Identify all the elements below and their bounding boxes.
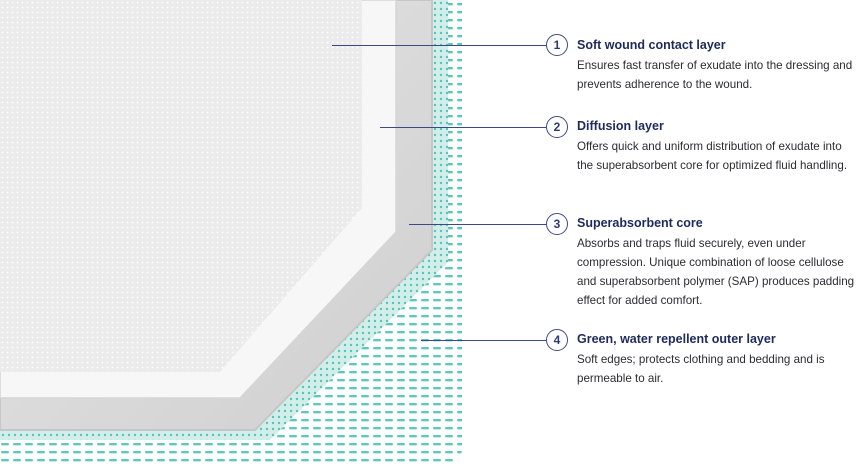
callout-line-4 [421,340,546,341]
callout-number-3: 3 [546,213,568,235]
layer-3-description-block: Superabsorbent core Absorbs and traps fl… [577,215,859,310]
layer-3-title: Superabsorbent core [577,215,859,232]
layer-1-description: Ensures fast transfer of exudate into th… [577,56,859,94]
callout-line-3 [409,224,546,225]
layer-1-description-block: Soft wound contact layer Ensures fast tr… [577,37,859,94]
layer-4-description-block: Green, water repellent outer layer Soft … [577,331,859,388]
layer-4-description: Soft edges; protects clothing and beddin… [577,350,859,388]
callout-number-2: 2 [546,116,568,138]
callout-number-4: 4 [546,329,568,351]
layer-2-description: Offers quick and uniform distribution of… [577,137,859,175]
layer-4-title: Green, water repellent outer layer [577,331,859,348]
layer-3-description: Absorbs and traps fluid securely, even u… [577,234,859,310]
layer-1-title: Soft wound contact layer [577,37,859,54]
callout-number-1: 1 [546,34,568,56]
callout-line-1 [332,45,546,46]
layer-2-description-block: Diffusion layer Offers quick and uniform… [577,118,859,175]
callout-line-2 [380,127,546,128]
layer-2-title: Diffusion layer [577,118,859,135]
dressing-layers-illustration [0,0,480,469]
